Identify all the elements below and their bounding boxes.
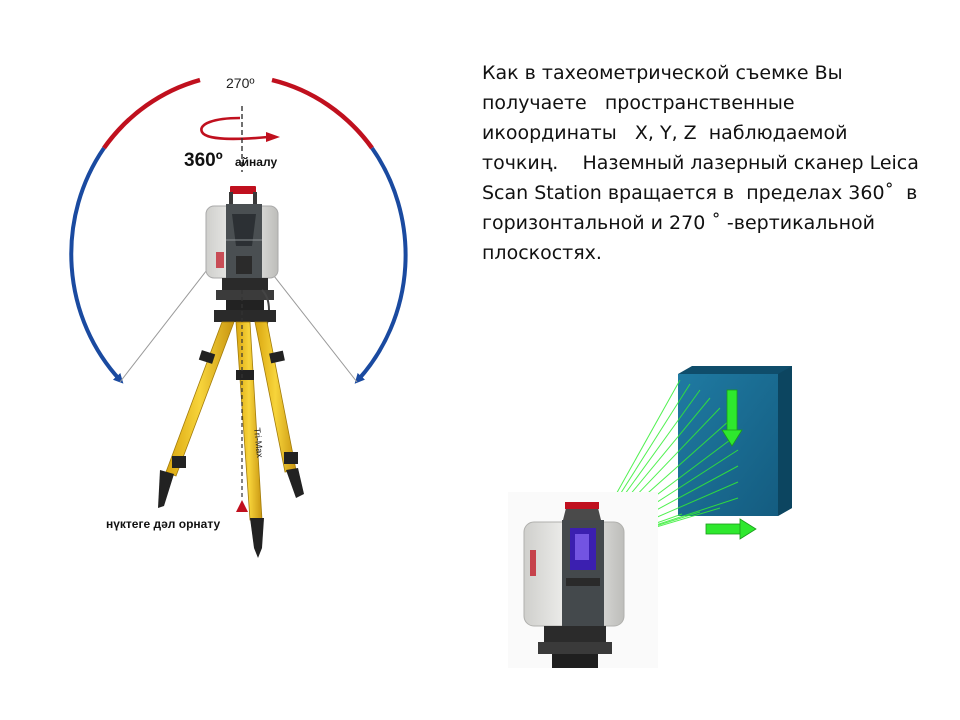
rotation-arrow-icon [200,106,280,172]
description-line: точкиң. Наземный лазерный сканер Leica [482,152,919,174]
description-line: горизонтальной и 270 ˚ -вертикальной [482,212,875,234]
tripod-brand-label: Tri-Max [252,427,265,459]
description-line: получаете пространственные [482,92,795,114]
right-arrow-icon [705,518,757,540]
description-line: плоскостях. [482,242,602,264]
down-arrow-icon [721,389,743,447]
plumb-point-icon [236,500,248,512]
vertical-range-arc [69,77,408,384]
description-line: Как в тахеометрической съемке Вы [482,62,843,84]
description-line: икоординаты X, Y, Z наблюдаемой [482,122,848,144]
slide-description: Как в тахеометрической съемке Вы получае… [482,58,942,268]
scanner-closeup [508,492,658,668]
scanner-on-tripod: Tri-Max [158,186,304,558]
rotation-label: айналу [235,155,277,169]
setup-label: нүктеге дәл орнату [106,517,220,531]
description-line: Scan Station вращается в пределах 360˚ в [482,182,918,204]
horizontal-angle-label: 360º [184,150,223,171]
vertical-angle-label: 270º [226,75,254,91]
